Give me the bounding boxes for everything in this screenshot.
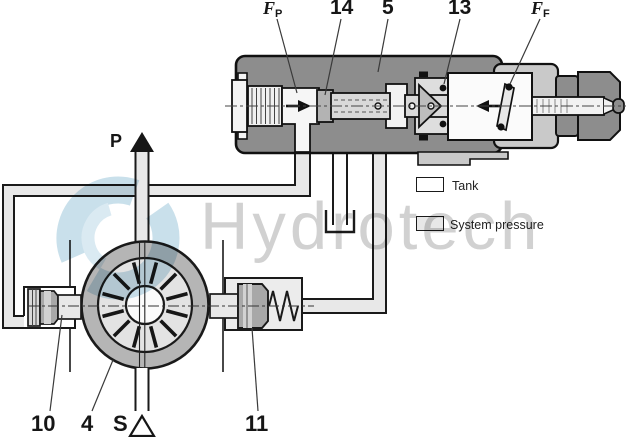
tank-drain-line [324, 150, 356, 234]
suction-port-label: S [113, 411, 128, 436]
outlet-pressure-valve [209, 277, 303, 331]
suction-fitting [23, 286, 82, 329]
suction-line [134, 368, 150, 411]
force-label-fp: FP [263, 0, 283, 20]
port-symbols [128, 132, 156, 437]
suction-port-triangle [128, 413, 156, 437]
force-label-ff: FF [531, 0, 550, 20]
callout-13-poppet: 13 [448, 0, 472, 19]
leader-lines [49, 18, 541, 412]
tank-symbol [324, 210, 356, 234]
pressure-port-label: P [110, 131, 123, 151]
callout-11-valve: 11 [245, 411, 269, 436]
callout-5-housing: 5 [382, 0, 394, 19]
pressure-port-triangle [130, 132, 154, 152]
legend-label-tank: Tank [452, 179, 479, 193]
legend-label-system-pressure: System pressure [450, 218, 544, 232]
callout-4-pump: 4 [81, 411, 94, 436]
callout-10-fitting: 10 [31, 411, 56, 436]
watermark-logo [56, 176, 180, 300]
legend-swatch-system-pressure [416, 216, 444, 231]
callout-14-spool: 14 [330, 0, 354, 19]
legend-swatch-tank [416, 177, 444, 192]
